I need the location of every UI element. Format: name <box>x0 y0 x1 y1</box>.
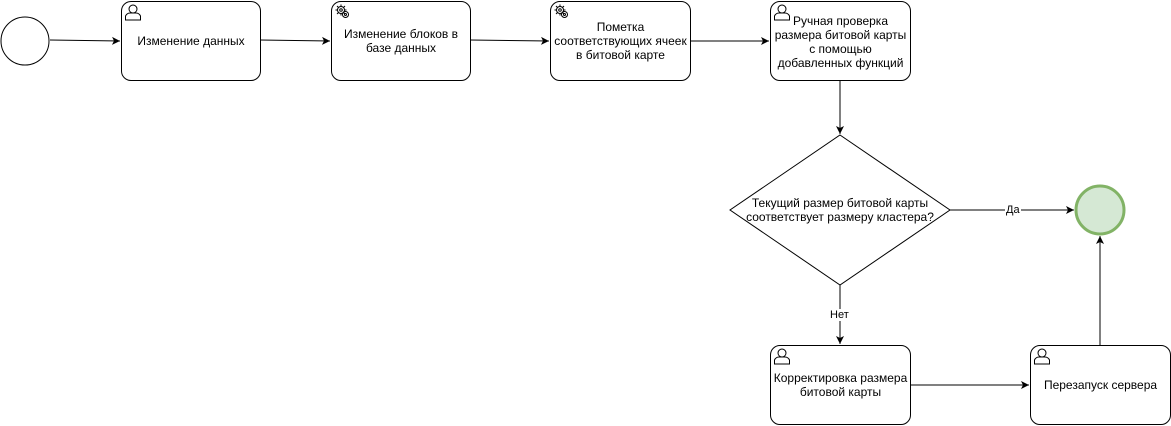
user-icon <box>773 347 791 365</box>
task-label: Ручная проверка размера битовой карты с … <box>774 14 907 70</box>
task-label: Изменение блоков в базе данных <box>344 27 458 55</box>
start-event[interactable] <box>0 16 50 66</box>
user-icon <box>124 3 142 21</box>
task-change-data[interactable]: Изменение данных <box>121 1 261 81</box>
end-event[interactable] <box>1074 184 1126 236</box>
user-icon <box>773 3 791 21</box>
task-label: Пометка соответствующих ячеек в битовой … <box>554 20 687 62</box>
gear-icon <box>334 3 352 21</box>
edge-label-yes: Да <box>1005 204 1021 216</box>
task-restart-server[interactable]: Перезапуск сервера <box>1030 345 1171 425</box>
edge-label-no: Нет <box>829 309 850 321</box>
task-adjust-bitmap-size[interactable]: Корректировка размера битовой карты <box>770 345 911 425</box>
task-mark-bitmap-cells[interactable]: Пометка соответствующих ячеек в битовой … <box>550 1 691 81</box>
task-change-db-blocks[interactable]: Изменение блоков в базе данных <box>331 1 471 81</box>
task-manual-bitmap-check[interactable]: Ручная проверка размера битовой карты с … <box>770 1 911 81</box>
edge-task2-to-task3[interactable] <box>469 36 550 45</box>
user-icon <box>1033 347 1051 365</box>
edge-task1-to-task2[interactable] <box>259 36 331 45</box>
edge-start-to-task1[interactable] <box>49 36 121 45</box>
gear-icon <box>553 3 571 21</box>
gateway-label: Текущий размер битовой карты соответству… <box>746 196 934 224</box>
task-label: Изменение данных <box>137 34 245 48</box>
task-label: Корректировка размера битовой карты <box>773 371 908 399</box>
task-label: Перезапуск сервера <box>1043 378 1158 392</box>
